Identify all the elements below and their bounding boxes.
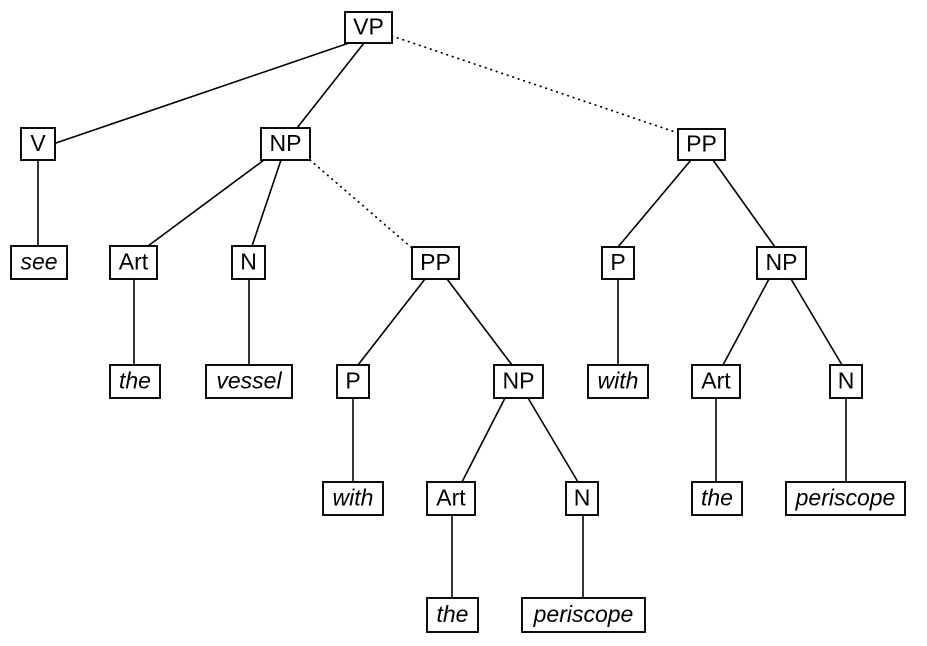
node-box-vessel <box>205 364 293 399</box>
tree-node-vessel[interactable]: vessel <box>205 364 293 399</box>
node-box-with-mid <box>322 481 384 516</box>
node-label-pp-right: PP <box>686 131 717 157</box>
tree-edge-np-mid-to-n-mid <box>527 397 579 483</box>
tree-edge-np1-to-pp-mid <box>309 159 413 249</box>
node-label-art1: Art <box>119 249 149 275</box>
tree-node-np1[interactable]: NP <box>260 127 311 161</box>
node-label-v: V <box>30 130 46 156</box>
tree-node-v[interactable]: V <box>20 127 56 161</box>
node-label-np-mid: NP <box>503 368 535 394</box>
tree-node-n-mid[interactable]: N <box>565 481 599 516</box>
node-box-art1 <box>109 245 158 280</box>
node-label-n-mid: N <box>574 485 591 511</box>
tree-node-with-right[interactable]: with <box>587 364 649 399</box>
tree-edge-pp-mid-to-p-mid <box>357 278 426 366</box>
tree-node-see[interactable]: see <box>10 245 68 280</box>
node-label-art-right: Art <box>701 368 731 394</box>
tree-edge-vp-to-np1 <box>296 42 365 129</box>
node-box-n-right <box>829 364 863 399</box>
tree-node-p-right[interactable]: P <box>601 246 635 280</box>
tree-edge-np-right-to-art-right <box>722 278 770 366</box>
node-label-np-right: NP <box>766 249 798 275</box>
node-box-p-right <box>601 246 635 280</box>
node-box-pp-mid <box>411 246 460 280</box>
tree-node-pp-right[interactable]: PP <box>677 128 726 161</box>
node-label-p-mid: P <box>345 368 360 394</box>
node-box-the-mid <box>426 597 479 633</box>
tree-node-np-mid[interactable]: NP <box>493 364 544 399</box>
tree-edge-vp-to-pp-right <box>391 35 679 134</box>
tree-edges-layer <box>37 35 847 598</box>
node-box-pp-right <box>677 128 726 161</box>
node-label-vessel: vessel <box>216 368 282 394</box>
node-box-the-right <box>691 481 743 516</box>
tree-edge-pp-right-to-p-right <box>617 159 692 248</box>
tree-node-with-mid[interactable]: with <box>322 481 384 516</box>
tree-edge-np-mid-to-art-mid <box>461 397 506 483</box>
node-box-peri-mid <box>521 597 646 633</box>
node-box-the1 <box>109 364 161 399</box>
node-label-the1: the <box>119 368 151 394</box>
tree-edge-pp-mid-to-np-mid <box>446 278 513 366</box>
node-box-art-right <box>691 364 741 399</box>
tree-edge-vp-to-v <box>49 42 350 146</box>
tree-edge-pp-right-to-np-right <box>712 159 776 248</box>
node-box-v <box>20 127 56 161</box>
node-box-p-mid <box>336 364 370 399</box>
tree-node-art1[interactable]: Art <box>109 245 158 280</box>
node-label-p-right: P <box>610 249 625 275</box>
node-label-n1: N <box>240 249 257 275</box>
tree-edge-np1-to-art1 <box>147 159 265 247</box>
tree-edge-np1-to-n1 <box>251 159 282 247</box>
node-box-see <box>10 245 68 280</box>
node-box-with-right <box>587 364 649 399</box>
tree-node-art-right[interactable]: Art <box>691 364 741 399</box>
node-label-with-right: with <box>598 368 639 394</box>
node-label-peri-mid: periscope <box>533 601 634 627</box>
tree-node-the1[interactable]: the <box>109 364 161 399</box>
node-box-n-mid <box>565 481 599 516</box>
tree-node-art-mid[interactable]: Art <box>426 481 476 516</box>
node-box-np-mid <box>493 364 544 399</box>
node-label-the-right: the <box>701 485 733 511</box>
node-label-with-mid: with <box>333 485 374 511</box>
node-label-the-mid: the <box>437 601 469 627</box>
node-label-np1: NP <box>270 130 302 156</box>
tree-node-np-right[interactable]: NP <box>756 246 807 280</box>
node-box-peri-right <box>785 481 906 516</box>
tree-node-vp[interactable]: VP <box>344 11 393 44</box>
tree-node-p-mid[interactable]: P <box>336 364 370 399</box>
tree-edge-np-right-to-n-right <box>790 278 843 366</box>
node-box-vp <box>344 11 393 44</box>
node-box-art-mid <box>426 481 476 516</box>
tree-node-n-right[interactable]: N <box>829 364 863 399</box>
node-label-vp: VP <box>353 14 384 40</box>
tree-node-the-right[interactable]: the <box>691 481 743 516</box>
node-box-np-right <box>756 246 807 280</box>
node-label-n-right: N <box>838 368 855 394</box>
node-box-np1 <box>260 127 311 161</box>
tree-node-the-mid[interactable]: the <box>426 597 479 633</box>
tree-node-peri-mid[interactable]: periscope <box>521 597 646 633</box>
node-label-peri-right: periscope <box>795 485 896 511</box>
tree-node-peri-right[interactable]: periscope <box>785 481 906 516</box>
node-label-pp-mid: PP <box>420 249 451 275</box>
node-label-art-mid: Art <box>436 485 466 511</box>
tree-node-pp-mid[interactable]: PP <box>411 246 460 280</box>
tree-node-n1[interactable]: N <box>231 245 266 280</box>
node-box-n1 <box>231 245 266 280</box>
node-label-see: see <box>20 249 57 275</box>
